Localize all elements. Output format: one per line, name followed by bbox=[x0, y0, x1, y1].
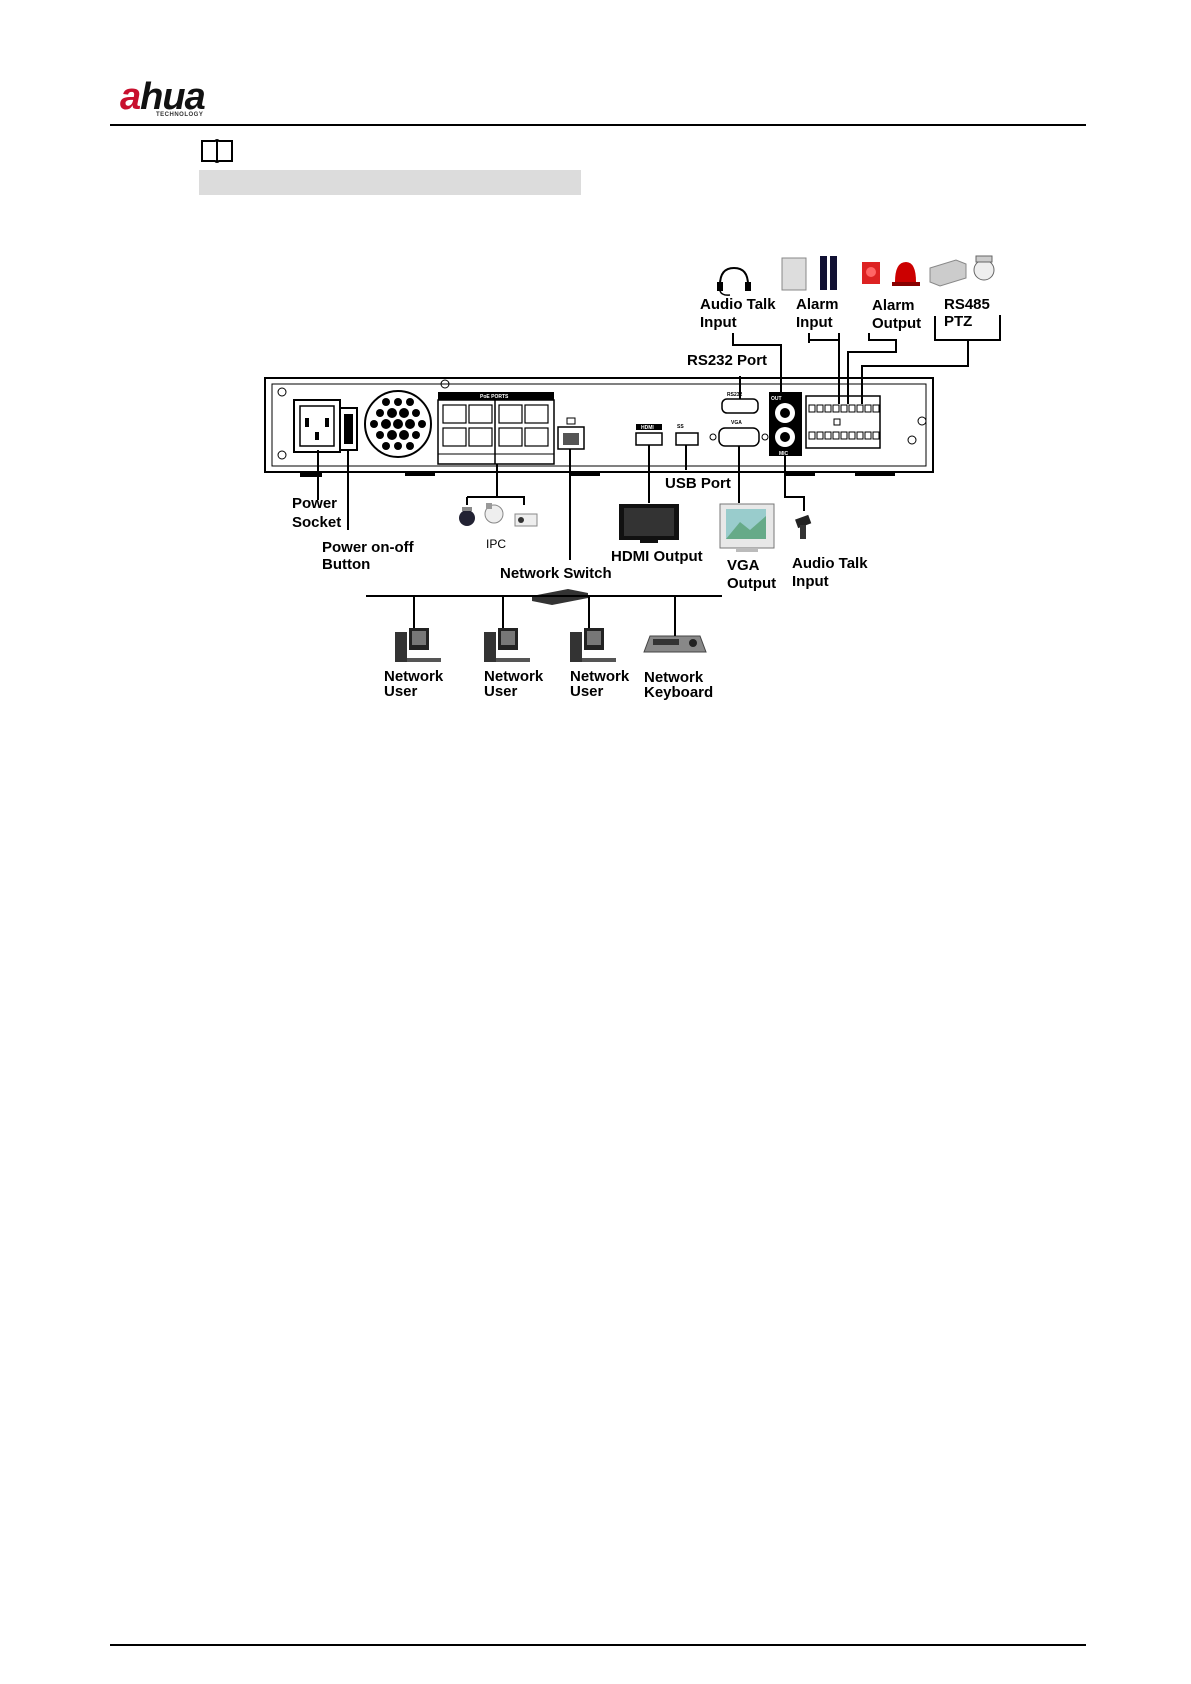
power-switch-graphic bbox=[340, 408, 357, 450]
ptz-decoder-icon bbox=[930, 256, 994, 286]
audio-jacks-graphic: OUT MIC bbox=[769, 392, 802, 457]
footer-rule bbox=[110, 1644, 1086, 1646]
network-user-3-label-2: User bbox=[570, 683, 604, 700]
alarm-input-label-1: Alarm bbox=[796, 296, 839, 313]
siren-icon bbox=[862, 262, 920, 286]
audio-talk-input-bottom-label-2: Input bbox=[792, 573, 829, 590]
power-button-label-1: Power on-off bbox=[322, 539, 415, 556]
power-socket-label-1: Power bbox=[292, 495, 337, 512]
alarm-input-label-2: Input bbox=[796, 314, 833, 331]
vga-output-label-2: Output bbox=[727, 575, 776, 592]
rs485-ptz-label-1: RS485 bbox=[944, 296, 990, 313]
terminal-block-graphic bbox=[806, 396, 880, 448]
out-text: OUT bbox=[771, 396, 782, 402]
hdmi-monitor-icon bbox=[619, 504, 679, 543]
alarm-output-label-2: Output bbox=[872, 315, 921, 332]
audio-talk-input-top-label-2: Input bbox=[700, 314, 737, 331]
alarm-sensor-icon bbox=[782, 256, 837, 290]
rs485-ptz-label-2: PTZ bbox=[944, 313, 972, 330]
hdmi-output-label: HDMI Output bbox=[611, 548, 703, 565]
network-keyboard-icon bbox=[644, 636, 706, 652]
audio-talk-input-top-label-1: Audio Talk bbox=[700, 296, 776, 313]
vga-monitor-icon bbox=[720, 504, 774, 552]
vga-output-label-1: VGA bbox=[727, 557, 760, 574]
usb-port-label: USB Port bbox=[665, 475, 731, 492]
poe-ports-text: PoE PORTS bbox=[480, 394, 509, 400]
hdmi-text: HDMI bbox=[641, 425, 654, 431]
usb-text: SS bbox=[677, 424, 684, 430]
vga-text: VGA bbox=[731, 420, 742, 426]
audio-talk-input-bottom-label-1: Audio Talk bbox=[792, 555, 868, 572]
power-socket-graphic bbox=[294, 400, 340, 452]
rs232-port-label: RS232 Port bbox=[687, 352, 767, 369]
network-switch-label: Network Switch bbox=[500, 565, 612, 582]
network-keyboard-label-2: Keyboard bbox=[644, 684, 713, 701]
network-user-2-label-2: User bbox=[484, 683, 518, 700]
alarm-output-label-1: Alarm bbox=[872, 297, 915, 314]
ipc-label: IPC bbox=[486, 537, 506, 551]
power-button-label-2: Button bbox=[322, 556, 370, 573]
fan-grille-graphic bbox=[365, 391, 431, 457]
pc-icons bbox=[395, 628, 616, 662]
headset-icon bbox=[717, 268, 751, 295]
mic-text: MIC bbox=[779, 451, 789, 457]
power-socket-label-2: Socket bbox=[292, 514, 341, 531]
microphone-icon bbox=[795, 515, 811, 539]
ipc-cameras-icon bbox=[459, 503, 537, 526]
network-user-1-label-2: User bbox=[384, 683, 418, 700]
poe-ports-graphic: PoE PORTS bbox=[438, 392, 554, 464]
